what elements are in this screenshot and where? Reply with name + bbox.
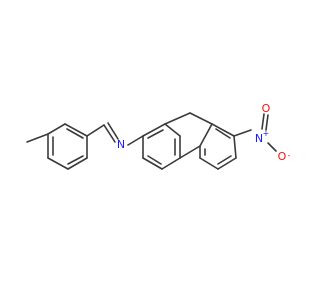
bond-fluorene-right <box>211 123 235 137</box>
bond-tolyl-ring <box>64 123 88 137</box>
bond-fluorene-left-inner <box>147 129 164 139</box>
bond-fluorene-right-inner <box>215 128 231 139</box>
bond-imine-double <box>103 124 116 143</box>
bond-fluorene-left <box>142 157 163 170</box>
atom-nitro-oxygen-single: O <box>278 150 287 163</box>
atom-nitro-oxygen-double: O <box>262 102 271 115</box>
bond-nitro-double <box>261 113 265 130</box>
bond-fluorene-five <box>164 112 191 125</box>
bond-nitro-single <box>267 142 277 152</box>
bond-fluorene-right <box>199 157 219 170</box>
bond-ring-nitro <box>233 129 252 137</box>
bond-fluorene-five <box>189 112 213 125</box>
bond-fluorene-left <box>164 123 181 137</box>
bond-tolyl-ring <box>67 157 88 170</box>
bond-fluorene-left-inner <box>147 155 162 165</box>
bond-lines <box>26 112 277 170</box>
atom-labels: N N + O O - <box>117 102 291 163</box>
molecule-structure: N N + O O - <box>26 102 291 170</box>
bond-fluorene-left <box>161 157 181 170</box>
bond-fluorene-five <box>179 145 201 159</box>
bond-fluorene-five <box>199 123 213 147</box>
bond-n-fluorene <box>127 135 144 146</box>
bond-tolyl-ring <box>47 123 66 135</box>
bond-tolyl-inner <box>67 155 84 165</box>
bond-imine-double <box>107 122 119 140</box>
molecule-canvas: N N + O O - <box>26 102 291 170</box>
bond-tolyl-inner <box>66 128 84 139</box>
bond-tolyl-ring <box>47 157 69 170</box>
atom-imine-nitrogen: N <box>117 138 125 151</box>
atom-nitro-nitrogen: N <box>255 132 263 145</box>
bond-fluorene-right <box>217 157 237 170</box>
bond-fluorene-right-inner <box>217 155 232 165</box>
bond-fluorene-left <box>142 123 166 137</box>
bond-methyl <box>26 133 49 143</box>
bond-ring-ch <box>86 124 105 137</box>
bond-nitro-double <box>265 114 269 131</box>
nitro-nitrogen-charge: + <box>263 129 270 138</box>
nitro-oxygen-charge: - <box>288 151 291 160</box>
bond-fluorene-right <box>233 135 237 159</box>
